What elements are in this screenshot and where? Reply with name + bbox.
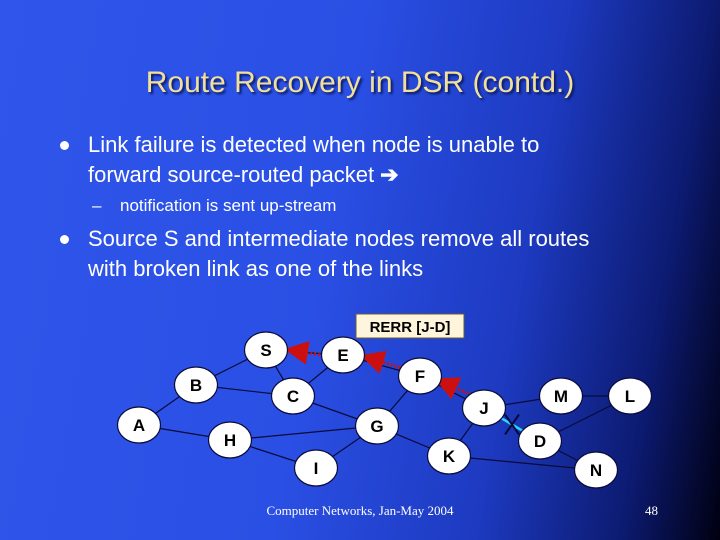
slide-title: Route Recovery in DSR (contd.) bbox=[145, 66, 575, 99]
node-shape bbox=[426, 437, 472, 475]
broken-link-cross-icon bbox=[504, 413, 520, 436]
bullet-1: Link failure is detected when node is un… bbox=[60, 130, 688, 190]
node-label-l: L bbox=[625, 387, 635, 406]
bullet-1-line1: Link failure is detected when node is un… bbox=[88, 132, 540, 157]
node-label-e: E bbox=[337, 346, 348, 365]
node-h: H bbox=[207, 421, 253, 459]
link-H-G bbox=[229, 425, 378, 441]
bullet-1-line2-text: forward source-routed packet bbox=[88, 162, 375, 187]
node-g: G bbox=[354, 407, 400, 445]
node-label-g: G bbox=[370, 417, 383, 436]
bullet-1-line2: forward source-routed packet➔ bbox=[88, 160, 688, 190]
node-shape bbox=[461, 389, 507, 427]
node-shape bbox=[573, 451, 619, 489]
node-label-b: B bbox=[190, 376, 202, 395]
node-shape bbox=[243, 331, 289, 369]
node-b: B bbox=[173, 366, 219, 404]
node-label-j: J bbox=[479, 399, 488, 418]
bullet-2-line2: with broken link as one of the links bbox=[88, 256, 424, 281]
node-a: A bbox=[116, 406, 162, 444]
node-s: S bbox=[243, 331, 289, 369]
node-j: J bbox=[461, 389, 507, 427]
sub-bullet: – notification is sent up-stream bbox=[92, 195, 337, 217]
node-shape bbox=[538, 377, 584, 415]
node-shape bbox=[293, 449, 339, 487]
bullet-dot bbox=[60, 141, 69, 150]
node-f: F bbox=[397, 357, 443, 395]
bullet-2: Source S and intermediate nodes remove a… bbox=[60, 224, 688, 284]
sub-bullet-text: notification is sent up-stream bbox=[120, 196, 337, 215]
rerr-label-box bbox=[355, 313, 465, 339]
node-i: I bbox=[293, 449, 339, 487]
bullet-dot bbox=[60, 235, 69, 244]
link-K-N bbox=[448, 455, 597, 471]
node-l: L bbox=[607, 377, 653, 415]
node-m: M bbox=[538, 377, 584, 415]
node-k: K bbox=[426, 437, 472, 475]
node-shape bbox=[173, 366, 219, 404]
node-shape bbox=[270, 377, 316, 415]
page-number: 48 bbox=[645, 503, 658, 518]
right-arrow-icon: ➔ bbox=[380, 162, 399, 187]
node-label-a: A bbox=[133, 416, 145, 435]
rerr-arrow-1 bbox=[434, 377, 479, 400]
node-label-s: S bbox=[260, 341, 271, 360]
footer-text: Computer Networks, Jan-May 2004 bbox=[266, 503, 454, 518]
nodes-layer: S E B C F A G H J M L K D I N bbox=[116, 331, 653, 489]
node-n: N bbox=[573, 451, 619, 489]
sub-bullet-dash: – bbox=[92, 196, 102, 215]
node-e: E bbox=[320, 336, 366, 374]
node-c: C bbox=[270, 377, 316, 415]
node-shape bbox=[320, 336, 366, 374]
node-shape bbox=[354, 407, 400, 445]
rerr-label: RERR [J-D] bbox=[370, 319, 451, 336]
bullet-2-line1: Source S and intermediate nodes remove a… bbox=[88, 226, 590, 251]
node-label-d: D bbox=[534, 432, 546, 451]
node-label-m: M bbox=[554, 387, 568, 406]
node-shape bbox=[607, 377, 653, 415]
node-label-k: K bbox=[443, 447, 456, 466]
node-shape bbox=[517, 422, 563, 460]
node-label-c: C bbox=[287, 387, 299, 406]
node-label-f: F bbox=[415, 367, 425, 386]
rerr-arrow-2 bbox=[360, 350, 409, 374]
node-label-i: I bbox=[314, 459, 319, 478]
rerr-arrow-3 bbox=[284, 340, 329, 365]
node-shape bbox=[207, 421, 253, 459]
node-label-h: H bbox=[224, 431, 236, 450]
node-label-n: N bbox=[590, 461, 602, 480]
node-shape bbox=[116, 406, 162, 444]
node-shape bbox=[397, 357, 443, 395]
rerr-layer: RERR [J-D] bbox=[284, 313, 479, 400]
node-d: D bbox=[517, 422, 563, 460]
